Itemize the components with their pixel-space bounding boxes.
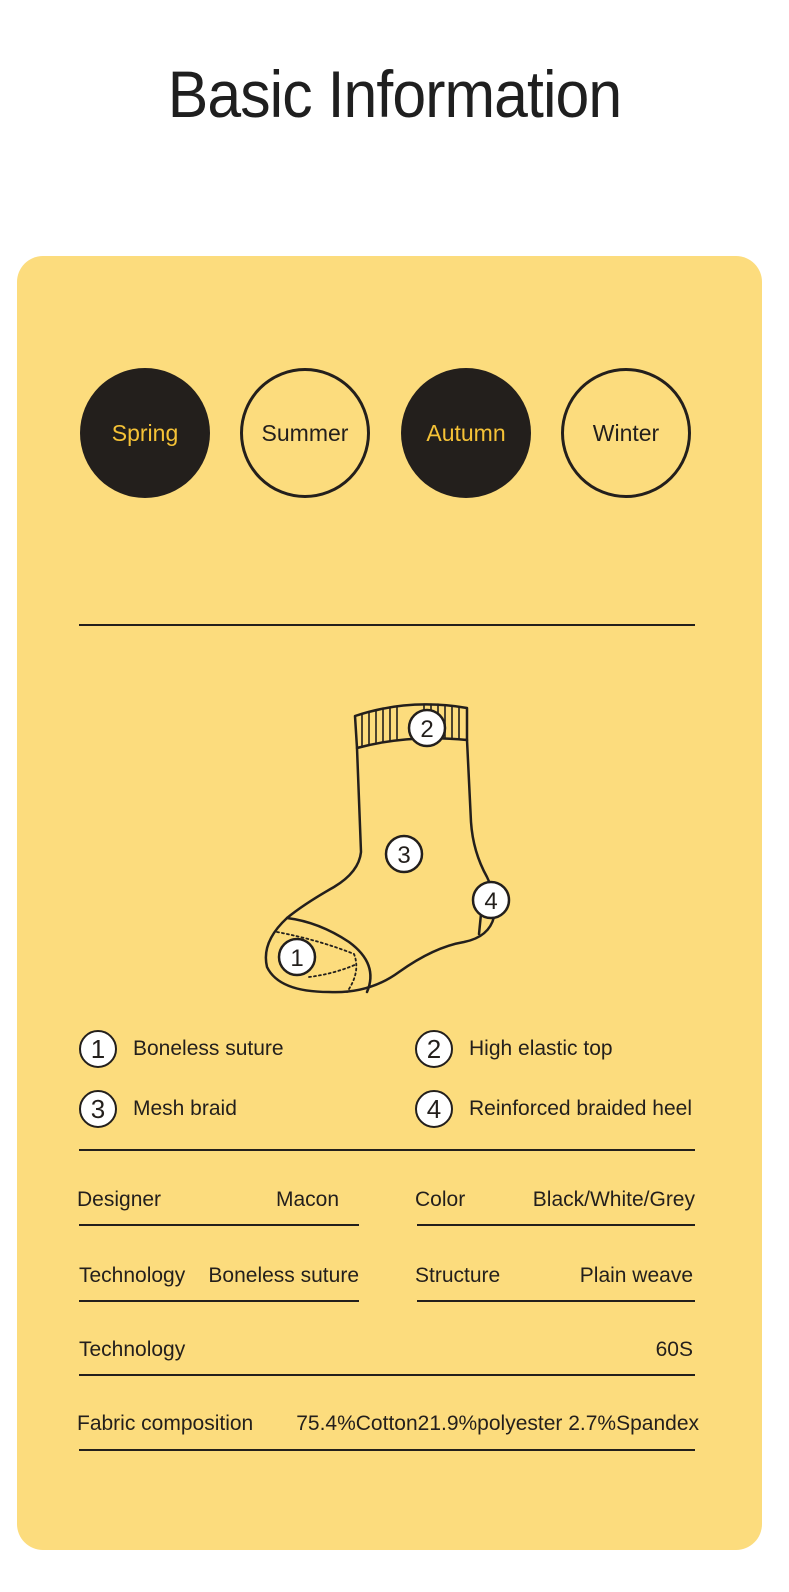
season-label: Spring bbox=[111, 419, 179, 446]
spec-value: Boneless suture bbox=[208, 1264, 359, 1287]
spec-value: Black/White/Grey bbox=[532, 1188, 695, 1211]
spec-label: Designer bbox=[77, 1188, 162, 1211]
number-badge-icon: 2 bbox=[415, 1030, 453, 1068]
divider bbox=[79, 1300, 359, 1302]
divider bbox=[79, 1224, 359, 1226]
divider bbox=[417, 1300, 695, 1302]
number-badge-icon: 4 bbox=[415, 1090, 453, 1128]
spec-fabric: Fabric composition 75.4%Cotton21.9%polye… bbox=[77, 1409, 699, 1439]
season-label: Winter bbox=[592, 419, 660, 446]
spec-color: Color Black/White/Grey bbox=[415, 1185, 695, 1215]
spec-label: Technology bbox=[79, 1338, 186, 1361]
season-winter: Winter bbox=[561, 368, 691, 498]
spec-value: Plain weave bbox=[579, 1264, 693, 1287]
divider bbox=[79, 624, 695, 626]
feature-label: Reinforced braided heel bbox=[469, 1097, 692, 1120]
feature-label: Mesh braid bbox=[133, 1097, 237, 1120]
spec-technology-count: Technology 60S bbox=[79, 1335, 693, 1365]
spec-designer: Designer Macon bbox=[77, 1185, 359, 1215]
feature-item: 1 Boneless suture bbox=[79, 1030, 284, 1068]
spec-structure: Structure Plain weave bbox=[415, 1261, 693, 1291]
marker-4: 4 bbox=[484, 888, 497, 915]
divider bbox=[79, 1149, 695, 1151]
season-label: Summer bbox=[261, 419, 349, 446]
feature-item: 3 Mesh braid bbox=[79, 1090, 237, 1128]
number-badge-icon: 3 bbox=[79, 1090, 117, 1128]
marker-1: 1 bbox=[290, 945, 303, 972]
spec-value: Macon bbox=[275, 1188, 339, 1211]
spec-label: Structure bbox=[415, 1264, 501, 1287]
spec-value: 75.4%Cotton21.9%polyester 2.7%Spandex bbox=[296, 1412, 699, 1435]
spec-value: 60S bbox=[655, 1338, 693, 1361]
sock-diagram-icon: 2 3 4 1 bbox=[264, 703, 511, 994]
page-title: Basic Information bbox=[167, 57, 622, 131]
feature-item: 4 Reinforced braided heel bbox=[415, 1090, 692, 1128]
season-label: Autumn bbox=[426, 419, 506, 446]
marker-2: 2 bbox=[420, 716, 433, 743]
number-badge-icon: 1 bbox=[79, 1030, 117, 1068]
feature-label: High elastic top bbox=[469, 1037, 613, 1060]
info-card: Spring Summer Autumn Winter bbox=[17, 256, 762, 1550]
spec-label: Fabric composition bbox=[77, 1412, 254, 1435]
divider bbox=[79, 1374, 695, 1376]
marker-3: 3 bbox=[397, 842, 410, 869]
divider bbox=[79, 1449, 695, 1451]
feature-item: 2 High elastic top bbox=[415, 1030, 613, 1068]
season-spring: Spring bbox=[80, 368, 210, 498]
spec-label: Technology bbox=[79, 1264, 186, 1287]
season-summer: Summer bbox=[240, 368, 370, 498]
divider bbox=[417, 1224, 695, 1226]
feature-label: Boneless suture bbox=[133, 1037, 284, 1060]
spec-label: Color bbox=[415, 1188, 466, 1211]
season-autumn: Autumn bbox=[401, 368, 531, 498]
spec-technology: Technology Boneless suture bbox=[79, 1261, 359, 1291]
